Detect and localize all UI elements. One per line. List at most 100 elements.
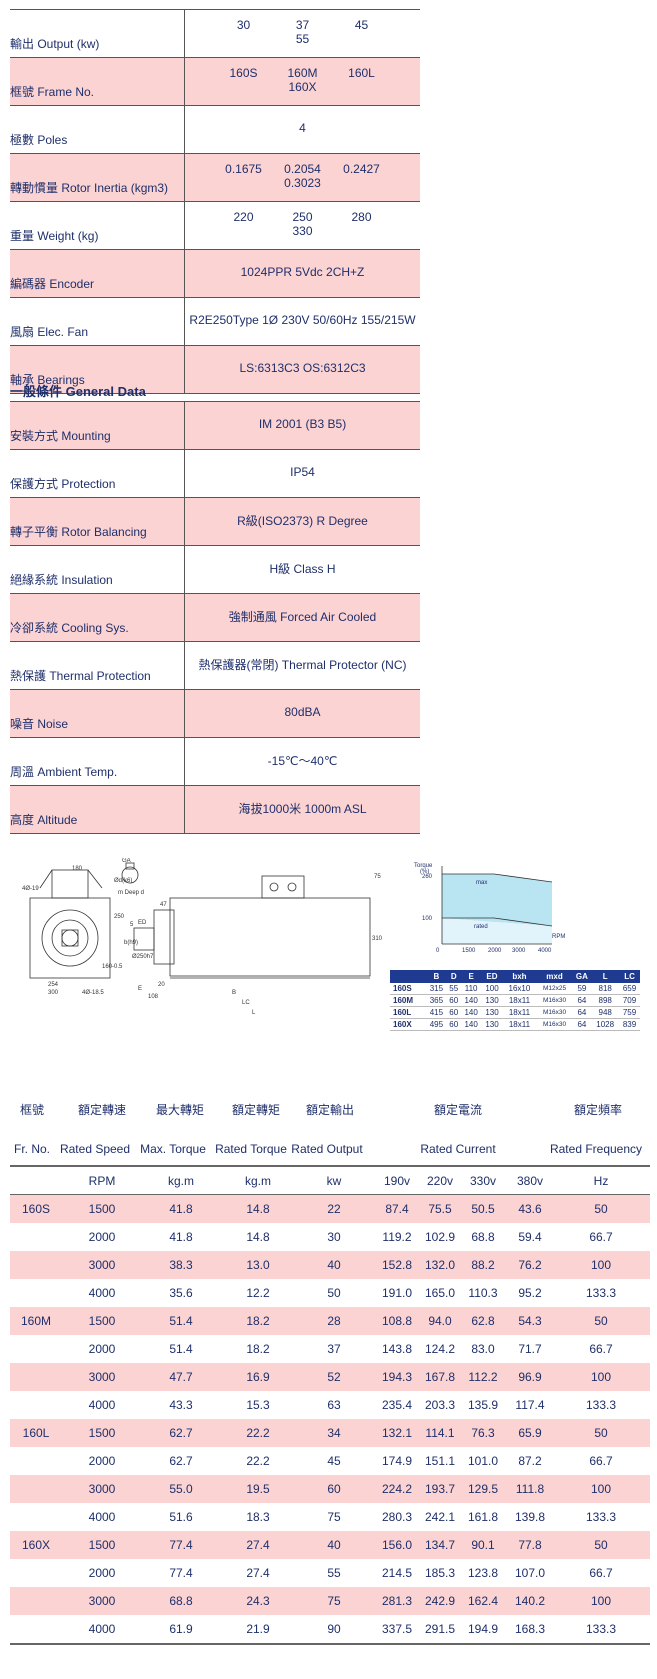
rating-cell: 114.1 [422, 1419, 458, 1447]
rating-cell: 68.8 [471, 1230, 495, 1244]
dim-header: LC [619, 970, 640, 983]
rating-cell: 1500 [62, 1194, 142, 1223]
dim-cell: 18x11 [502, 1018, 537, 1031]
rating-cell: 13.0 [220, 1251, 296, 1279]
spec-value-item: 0.2054 [284, 162, 321, 176]
torque-xlabel: RPM [552, 934, 565, 940]
dim-cell: 140 [460, 1006, 482, 1019]
dim-cell: 60 [446, 1006, 461, 1019]
rating-unit [10, 1165, 62, 1195]
rating-cell: 66.7 [589, 1342, 613, 1356]
dim-cell: 365 [425, 994, 447, 1007]
rating-cell: 62.7 [142, 1419, 220, 1447]
rating-cell: 37 [327, 1342, 341, 1356]
dim-180: 180 [72, 866, 83, 872]
dim-header: E [460, 970, 482, 983]
general-value: IM 2001 (B3 B5) [184, 401, 420, 450]
rating-cell: 50 [552, 1194, 650, 1223]
rating-cell [10, 1279, 62, 1307]
rating-cell: 3000 [62, 1363, 142, 1391]
rating-unit: kw [296, 1165, 372, 1195]
spec-label: 框號 Frame No. [10, 57, 185, 106]
dim-header-blank [390, 970, 426, 983]
rating-cell: 194.9 [458, 1615, 508, 1645]
rating-cell: 168.3 [508, 1615, 552, 1645]
rating-cell: 3000 [62, 1475, 142, 1503]
rating-cell: 162.4 [458, 1587, 508, 1615]
rating-cell: 76.2 [508, 1251, 552, 1279]
rating-cell: 133.3 [585, 1510, 617, 1524]
torque-max-label: max [476, 880, 487, 886]
spec-value-item: 160L [348, 66, 375, 80]
general-label: 絕緣系統 Insulation [10, 545, 185, 594]
rating-cell: 160M [10, 1307, 62, 1335]
rating-unit: RPM [62, 1165, 142, 1195]
rating-cell: 174.9 [381, 1454, 413, 1468]
rating-cell: 22.2 [220, 1419, 296, 1447]
rating-cell: 134.7 [422, 1531, 458, 1559]
rating-cell: 1500 [62, 1531, 142, 1559]
rating-cell: 191.0 [381, 1286, 413, 1300]
general-label: 熱保護 Thermal Protection [10, 641, 185, 690]
rating-cell [10, 1559, 62, 1587]
rating-cell [10, 1587, 62, 1615]
rating-cell: 75 [327, 1510, 341, 1524]
rating-cell: 133.3 [585, 1286, 617, 1300]
rating-cell: 2000 [88, 1342, 116, 1356]
rating-cell: 87.2 [518, 1454, 542, 1468]
rating-cell: 55.0 [142, 1475, 220, 1503]
rating-cell: 152.8 [372, 1251, 422, 1279]
rating-cell: 76.3 [458, 1419, 508, 1447]
rating-cell: 135.9 [467, 1398, 499, 1412]
dim-cell: M12x25 [536, 983, 573, 995]
dim-cell: 160X [390, 1018, 426, 1031]
dim-cell: 315 [425, 983, 447, 995]
rating-cell: 30 [327, 1230, 341, 1244]
dim-phi-d: Ød(k6) [114, 878, 132, 884]
rating-cell: 66.7 [589, 1454, 613, 1468]
general-value: 熱保護器(常閉) Thermal Protector (NC) [184, 641, 420, 690]
dim-header: mxd [536, 970, 573, 983]
dim-75: 75 [374, 874, 381, 880]
spec-value-item: 250 [292, 210, 313, 224]
dim-ga: GA [122, 858, 131, 864]
hdr-maxtorque-zh: 最大轉矩 [155, 1103, 205, 1117]
rating-cell: 2000 [88, 1230, 116, 1244]
hdr-freq-zh: 額定頻率 [573, 1103, 623, 1117]
dim-4-18-5: 4Ø-18.5 [82, 990, 104, 996]
general-row: 周溫 Ambient Temp.-15℃～40℃ [10, 737, 420, 786]
spec-value-item: 45 [354, 18, 369, 32]
spec-value: 4 [184, 105, 420, 154]
dim-160: 160-0.5 [102, 964, 123, 970]
general-label: 安裝方式 Mounting [10, 401, 185, 450]
dim-header: ED [481, 970, 503, 983]
rating-cell [10, 1251, 62, 1279]
rating-cell: 112.2 [458, 1363, 508, 1391]
dim-cell: 160M [390, 994, 426, 1007]
dim-310: 310 [372, 936, 382, 942]
hdr-current-zh: 額定電流 [433, 1103, 483, 1117]
spec-value-item: 330 [292, 224, 313, 238]
rating-cell: 95.2 [518, 1286, 542, 1300]
rating-cell: 41.8 [169, 1230, 193, 1244]
rating-unit: 330v [458, 1165, 508, 1195]
dim-cell: 64 [572, 1018, 592, 1031]
rating-cell: 19.5 [220, 1475, 296, 1503]
rating-cell: 280.3 [381, 1510, 413, 1524]
torque-ylabel-unit: (%) [420, 869, 429, 875]
rating-cell: 235.4 [381, 1398, 413, 1412]
rating-cell: 123.8 [467, 1566, 499, 1580]
hdr-output-en: Rated Output [291, 1142, 363, 1156]
